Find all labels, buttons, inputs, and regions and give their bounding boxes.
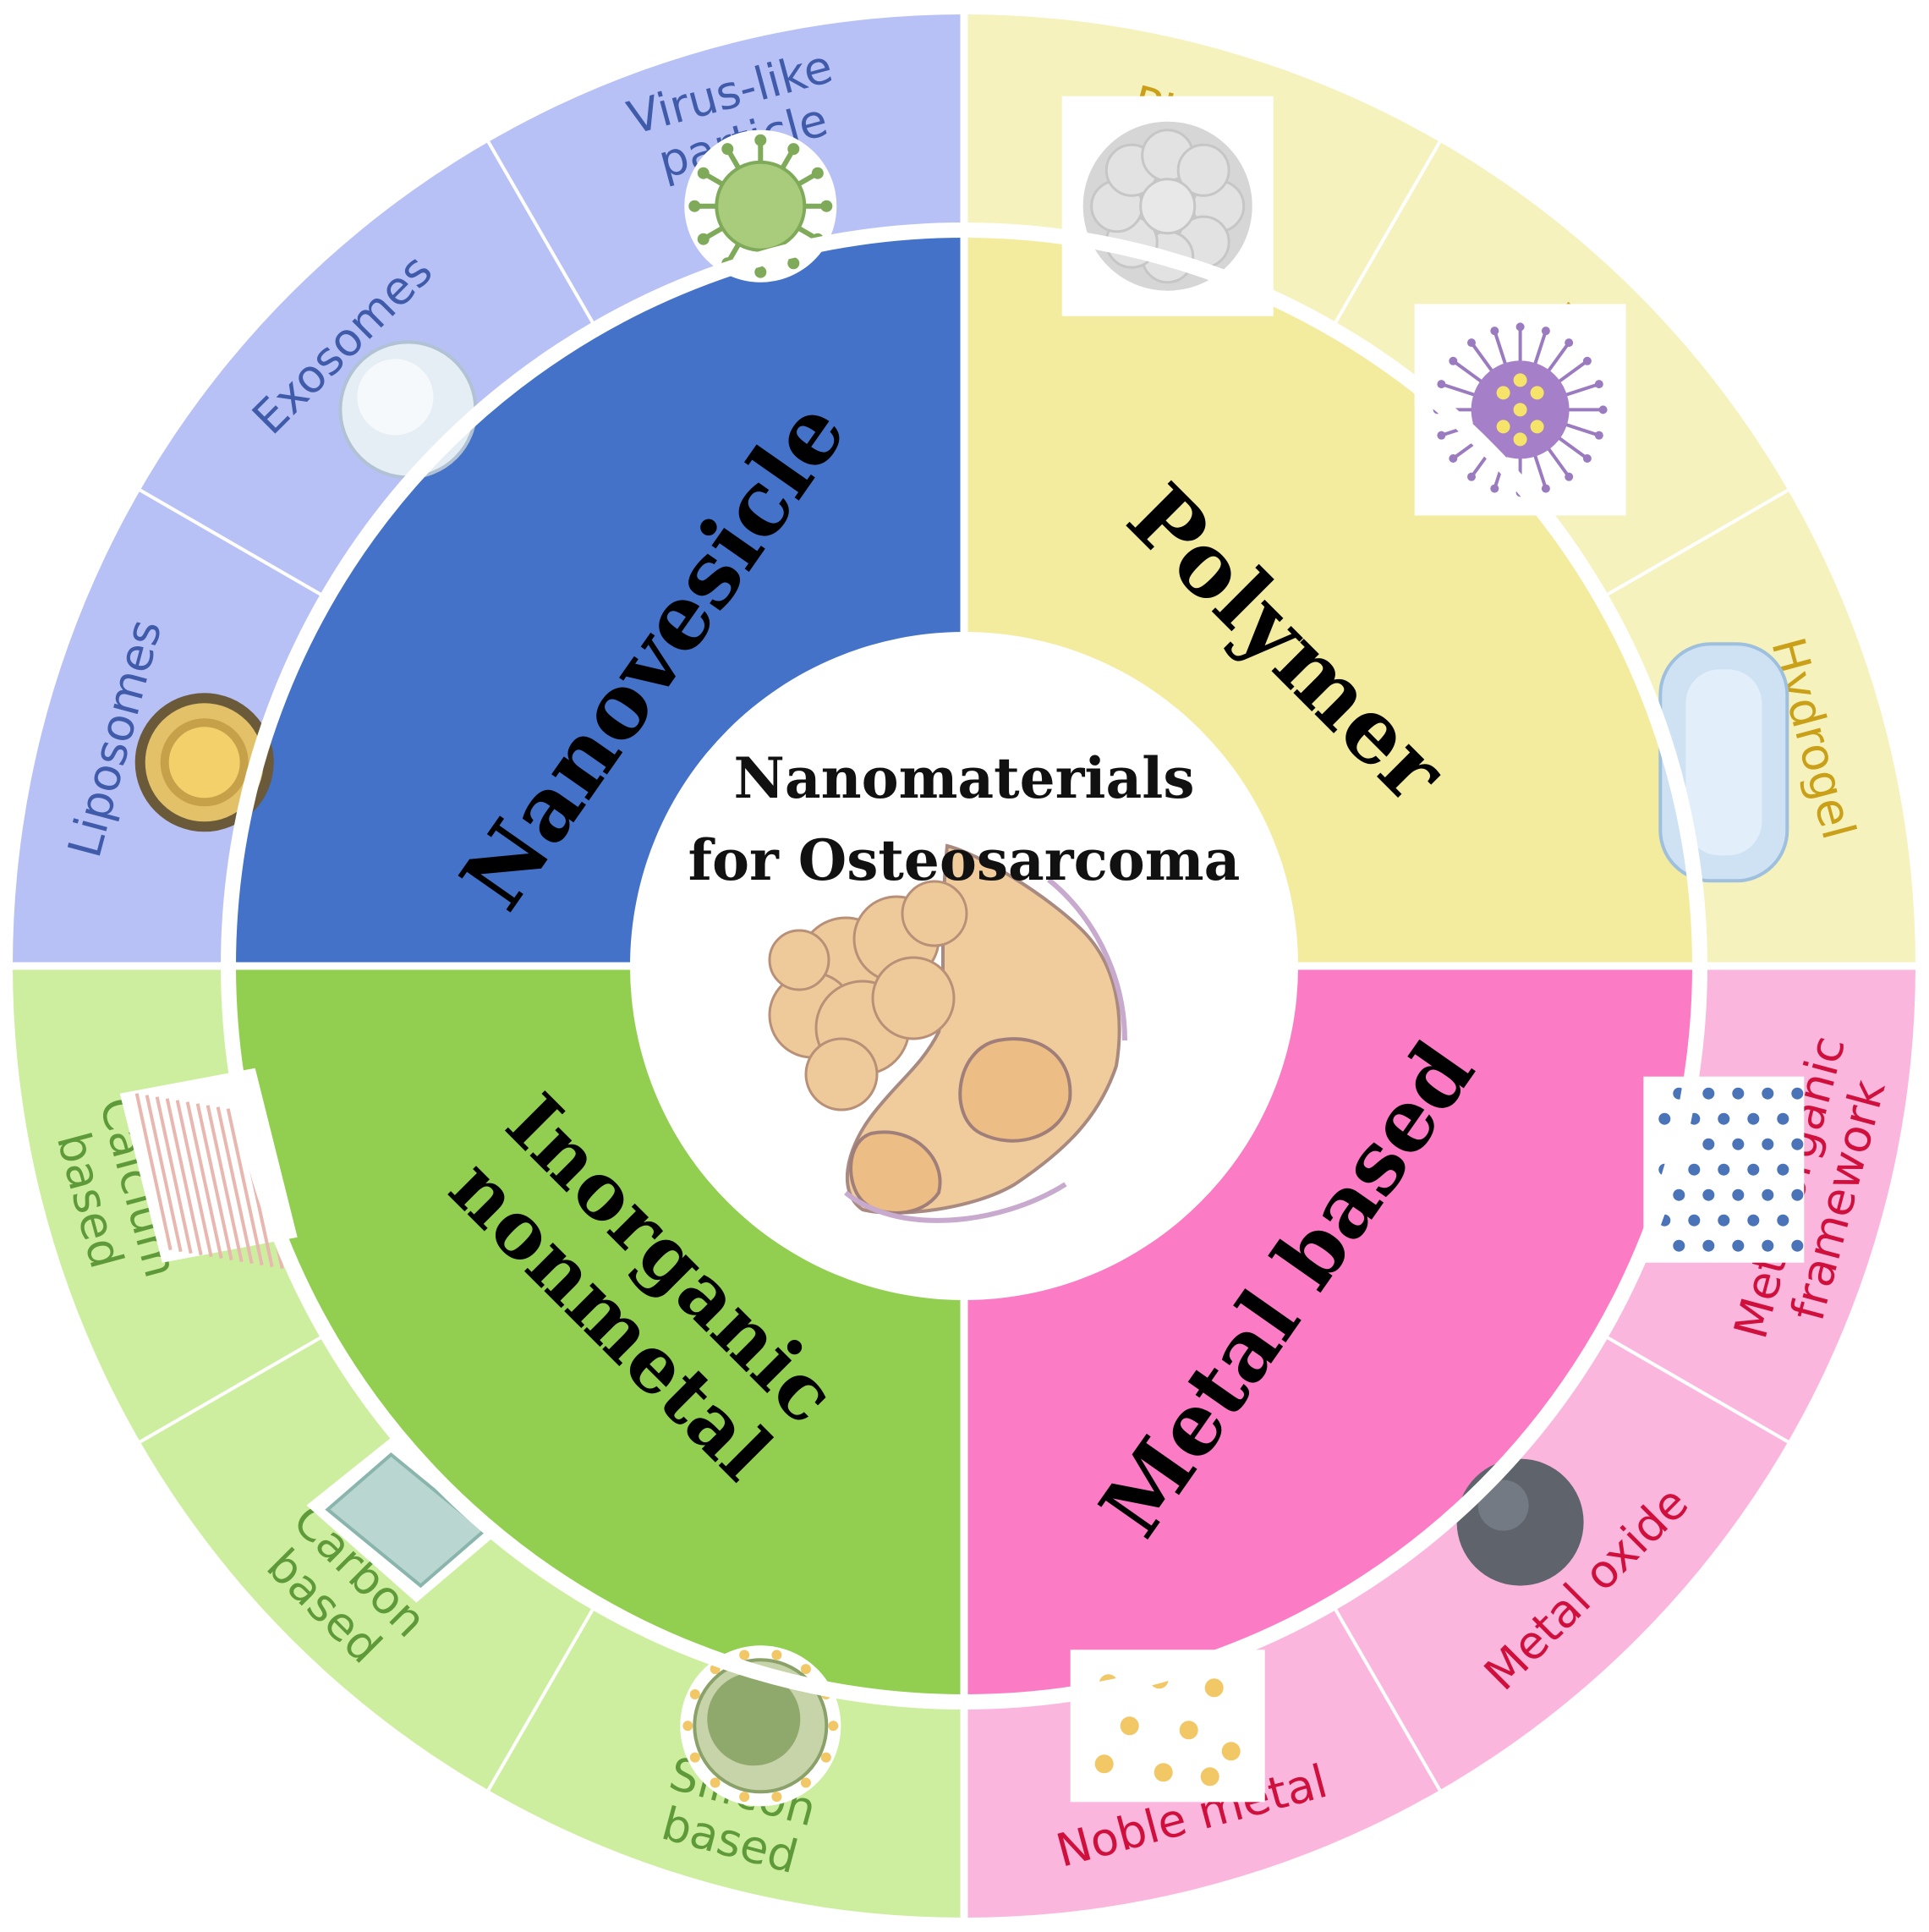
segment-divider bbox=[486, 140, 598, 330]
center-circle: Nanomaterials for Osteosarcoma bbox=[630, 632, 1298, 1300]
quadrant-polymer: PolymerPLGAPDAHydrogel bbox=[964, 14, 1915, 966]
quadrants: NanovesicleLiposomesExosomesVirus-likepa… bbox=[13, 14, 1915, 1918]
inner-ring-nanovesicle bbox=[228, 230, 964, 966]
segment-divider bbox=[139, 488, 328, 600]
title-line-2: for Osteosarcoma bbox=[688, 827, 1241, 893]
inner-ring-inorganic-nonmetal bbox=[228, 966, 964, 1702]
quadrant-inorganic-nonmetal: InorganicnonmetalSiliconbasedCarbonbased… bbox=[13, 966, 964, 1918]
title-line-1: Nanomaterials bbox=[733, 745, 1194, 811]
segment-divider bbox=[1330, 140, 1442, 330]
bone-tumor-illustration bbox=[768, 843, 1127, 1223]
exosome-icon bbox=[338, 340, 478, 480]
hydrogel-icon bbox=[1658, 642, 1789, 883]
inner-ring-polymer bbox=[964, 230, 1700, 966]
liposome-icon bbox=[134, 693, 274, 832]
inner-ring-metal-based bbox=[964, 966, 1700, 1702]
calcium-icon bbox=[119, 1068, 298, 1270]
segment-divider bbox=[1600, 488, 1789, 600]
segment-divider bbox=[139, 1332, 328, 1444]
segment-divider bbox=[1330, 1602, 1442, 1792]
segment-divider bbox=[1600, 1332, 1789, 1444]
metal-oxide-icon bbox=[1456, 1458, 1584, 1586]
segment-divider bbox=[486, 1602, 598, 1792]
